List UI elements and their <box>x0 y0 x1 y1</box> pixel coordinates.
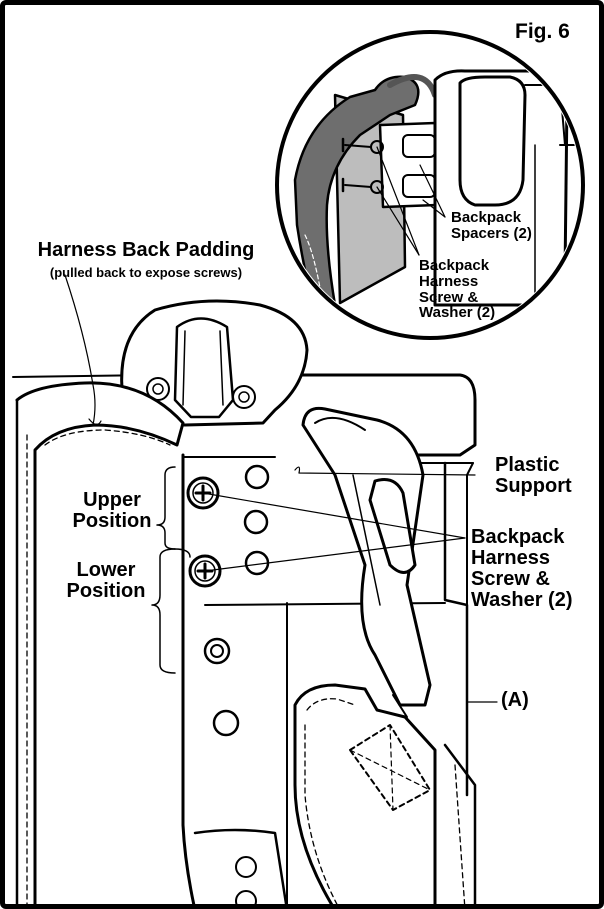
center-strap <box>301 406 432 707</box>
lower-screw <box>188 554 222 588</box>
bottom-hole-2 <box>235 890 257 904</box>
upper-bracket <box>156 466 176 550</box>
padding-screw-right <box>232 385 256 409</box>
upper-screw <box>186 476 220 510</box>
inset-leader-screws <box>376 186 420 256</box>
nut <box>203 637 231 665</box>
leader-screw-lower <box>204 537 466 572</box>
left-strap <box>15 381 185 904</box>
label-plastic-support: Plastic Support <box>495 454 572 497</box>
leader-padding <box>64 274 96 426</box>
leader-screw-upper <box>202 492 466 539</box>
illustration <box>12 30 585 904</box>
inset-leader-spacers <box>419 164 446 218</box>
back-panel <box>181 453 196 904</box>
bottom-hole-1 <box>235 856 257 878</box>
upper-hole-2 <box>243 509 269 535</box>
label-lower-position: Lower Position <box>66 559 146 602</box>
label-harness-back-padding: Harness Back Padding <box>37 239 255 261</box>
label-backpack-harness-screw-washer: Backpack Harness Screw & Washer (2) <box>471 526 573 611</box>
label-upper-position: Upper Position <box>72 489 152 532</box>
label-harness-back-padding-note: (pulled back to expose screws) <box>49 265 243 280</box>
bottom-hole <box>212 709 240 737</box>
leader-plastic-support <box>294 466 476 476</box>
upper-hole-1 <box>244 464 270 490</box>
label-callout-a: (A) <box>501 689 529 711</box>
lower-bracket <box>151 548 176 674</box>
lower-strap-padding <box>293 683 437 904</box>
frame-a <box>443 461 469 797</box>
plastic-support-box <box>253 373 477 457</box>
label-inset-backpack-spacers: Backpack Spacers (2) <box>451 209 532 242</box>
label-inset-screw-washer: Backpack Harness Screw & Washer (2) <box>419 257 496 322</box>
figure-label: Fig. 6 <box>515 20 570 43</box>
